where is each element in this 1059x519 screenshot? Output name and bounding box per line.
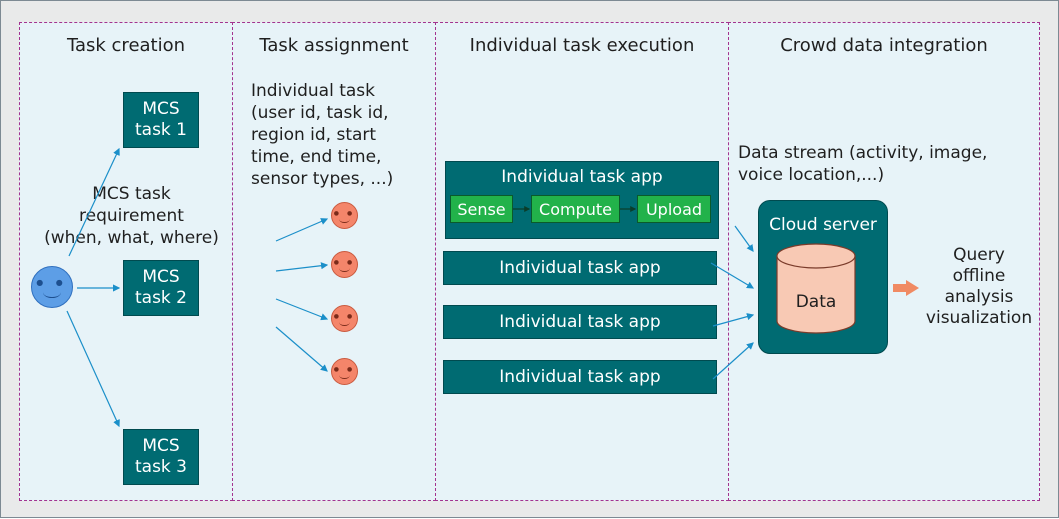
upload-stage: Upload: [637, 195, 711, 223]
output-line: Query: [953, 245, 1005, 265]
data-stream-line: voice location,...): [738, 165, 885, 185]
sense-stage: Sense: [450, 195, 513, 223]
mcs-task-number: task 2: [134, 288, 187, 308]
panel-task-assignment: Task assignment: [232, 22, 436, 501]
data-stream-label: Data stream (activity, image, voice loca…: [738, 142, 987, 186]
description-line: sensor types, ...): [251, 169, 394, 189]
requester-smiley-icon: ● ●: [31, 266, 73, 308]
output-line: visualization: [925, 308, 1033, 328]
description-line: time, end time,: [251, 147, 382, 167]
cloud-server-title: Cloud server: [769, 215, 877, 235]
mcs-task-label: MCS: [142, 99, 180, 119]
participant-smiley-icon: ● ●: [331, 305, 358, 332]
cloud-server-box: Cloud server: [758, 200, 888, 354]
data-stream-line: Data stream (activity, image,: [738, 143, 988, 163]
main-task-app-title: Individual task app: [501, 167, 663, 187]
mcs-task-number: task 1: [134, 120, 187, 140]
mcs-task-label: MCS: [142, 267, 180, 287]
compute-stage: Compute: [531, 195, 620, 223]
individual-task-app-box: Individual task app: [443, 305, 717, 339]
output-label: Query offline analysis visualization: [919, 245, 1039, 329]
panel-title: Task assignment: [259, 35, 409, 56]
output-line: offline: [952, 266, 1006, 286]
individual-task-app-box: Individual task app: [443, 360, 717, 394]
mcs-task-3-box: MCS task 3: [123, 429, 199, 485]
participant-smiley-icon: ● ●: [331, 251, 358, 278]
requirement-line: requirement: [79, 206, 184, 226]
mcs-task-number: task 3: [134, 457, 187, 477]
mcs-task-2-box: MCS task 2: [123, 260, 199, 316]
description-line: (user id, task id,: [251, 103, 389, 123]
panel-title: Individual task execution: [469, 35, 695, 56]
panel-title: Task creation: [66, 35, 186, 56]
participant-smiley-icon: ● ●: [331, 358, 358, 385]
individual-task-app-box: Individual task app: [443, 251, 717, 285]
panel-title: Crowd data integration: [780, 35, 988, 56]
individual-task-description: Individual task (user id, task id, regio…: [251, 80, 393, 190]
requirement-line: (when, what, where): [44, 228, 219, 248]
mcs-task-requirement: MCS task requirement (when, what, where): [29, 183, 234, 249]
participant-smiley-icon: ● ●: [331, 202, 358, 229]
requirement-line: MCS task: [92, 184, 171, 204]
description-line: Individual task: [251, 81, 375, 101]
mcs-task-1-box: MCS task 1: [123, 92, 199, 148]
output-line: analysis: [944, 287, 1014, 307]
description-line: region id, start: [251, 125, 377, 145]
mcs-task-label: MCS: [142, 436, 180, 456]
